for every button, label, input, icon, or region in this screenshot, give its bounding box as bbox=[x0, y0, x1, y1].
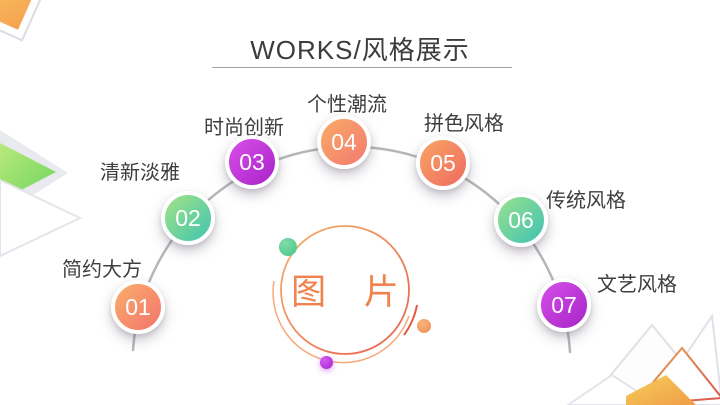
node-label-05: 拼色风格 bbox=[424, 113, 504, 135]
node-circle-05: 05 bbox=[416, 136, 470, 190]
title-divider bbox=[212, 67, 512, 68]
node-label-03: 时尚创新 bbox=[204, 117, 284, 139]
node-circle-07: 07 bbox=[537, 278, 591, 332]
decor-dot-green bbox=[279, 238, 297, 256]
corner-decoration-bottom-right bbox=[566, 313, 720, 405]
node-circle-06: 06 bbox=[494, 193, 548, 247]
decor-dot-purple bbox=[320, 356, 333, 369]
corner-decoration-top-left bbox=[0, 0, 57, 42]
node-circle-04: 04 bbox=[317, 115, 371, 169]
node-label-07: 文艺风格 bbox=[597, 274, 677, 296]
image-placeholder-label: 图 片 bbox=[291, 273, 413, 312]
left-decoration-triangles bbox=[0, 130, 83, 258]
page-title: WORKS/风格展示 bbox=[250, 35, 470, 65]
decor-dot-orange bbox=[417, 319, 431, 333]
node-circle-02: 02 bbox=[161, 191, 215, 245]
node-label-01: 简约大方 bbox=[62, 259, 142, 281]
node-label-04: 个性潮流 bbox=[307, 94, 387, 116]
node-circle-01: 01 bbox=[111, 280, 165, 334]
node-label-02: 清新淡雅 bbox=[100, 162, 180, 184]
node-circle-03: 03 bbox=[225, 135, 279, 189]
node-label-06: 传统风格 bbox=[546, 190, 626, 212]
